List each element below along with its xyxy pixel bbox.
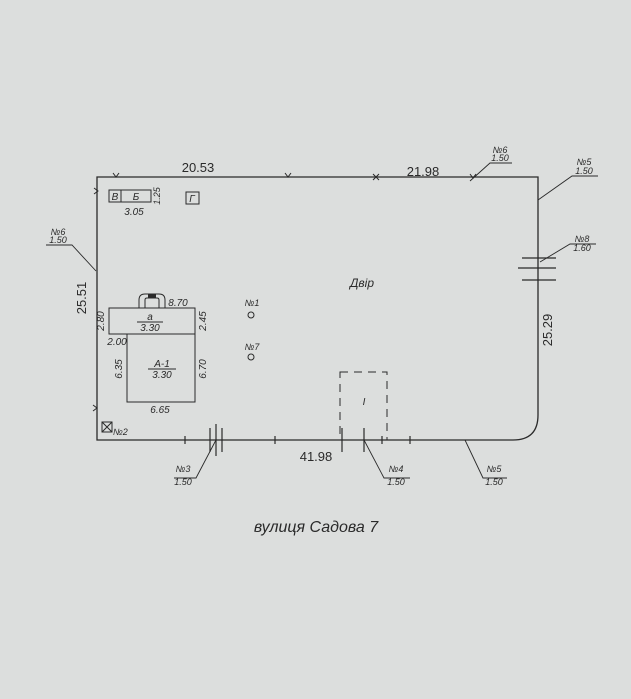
callout-n5-right-val: 1.50 — [575, 166, 593, 176]
callout-n6-left: №6 1.50 — [49, 227, 67, 245]
object-n7-label: №7 — [245, 342, 261, 352]
dim-top-right: 21.98 — [407, 164, 440, 179]
callout-n4: №4 1.50 — [387, 464, 405, 487]
callout-n8-num: №8 — [575, 234, 590, 244]
building-b-depth: 1.25 — [152, 186, 162, 205]
callout-n6-left-val: 1.50 — [49, 235, 67, 245]
dim-right: 25.29 — [540, 314, 555, 347]
structure-i-label: І — [363, 397, 366, 408]
building-a1-right: 6.70 — [198, 359, 209, 379]
callout-n8: №8 1.60 — [573, 234, 591, 253]
callout-n5-right-num: №5 — [577, 157, 593, 167]
building-a-label: а — [147, 312, 153, 323]
building-a1-bottom: 6.65 — [150, 405, 170, 416]
building-b-label: Б — [133, 192, 140, 203]
callout-n5-bottom: №5 1.50 — [485, 464, 503, 487]
porch-fill — [148, 294, 156, 298]
building-g — [185, 191, 200, 205]
building-a1 — [126, 333, 196, 403]
dim-top-left: 20.53 — [182, 160, 215, 175]
yard-label: Двір — [348, 276, 374, 290]
object-n1-label: №1 — [245, 298, 260, 308]
building-a-width: 3.30 — [140, 323, 160, 334]
callout-n5-right: №5 1.50 — [575, 157, 593, 176]
object-n2-marker — [101, 421, 113, 433]
callout-n5-bottom-num: №5 — [487, 464, 503, 474]
callout-n5-bottom-val: 1.50 — [485, 477, 503, 487]
building-g-label: Г — [189, 194, 196, 205]
callout-n4-num: №4 — [389, 464, 404, 474]
dim-bottom: 41.98 — [300, 449, 333, 464]
callout-n6-top-val: 1.50 — [491, 153, 509, 163]
building-a-bottom: 2.00 — [106, 337, 127, 348]
building-a1-label: А-1 — [153, 359, 170, 370]
dim-left: 25.51 — [74, 282, 89, 315]
callout-n4-val: 1.50 — [387, 477, 405, 487]
building-b — [120, 189, 152, 203]
object-n1-marker — [247, 311, 255, 319]
callout-n3: №3 1.50 — [174, 464, 192, 487]
callout-n8-val: 1.60 — [573, 243, 591, 253]
plot-boundary — [96, 176, 539, 441]
building-a-right: 2.45 — [198, 311, 209, 332]
right-edge-ticks — [518, 257, 556, 281]
building-a1-left: 6.35 — [114, 359, 125, 379]
building-a-top: 8.70 — [168, 298, 188, 309]
object-n2-label: №2 — [113, 427, 128, 437]
callout-n3-num: №3 — [176, 464, 191, 474]
callout-leaders — [46, 162, 598, 479]
building-a-left: 2.80 — [96, 311, 107, 332]
object-n2-cross — [101, 421, 113, 433]
object-n7-marker — [247, 353, 255, 361]
callout-n6-left-num: №6 — [51, 227, 66, 237]
callout-n3-val: 1.50 — [174, 477, 192, 487]
left-edge-ticks — [92, 187, 99, 412]
building-b-width: 3.05 — [124, 207, 144, 218]
structure-i — [339, 371, 388, 441]
street-caption: вулиця Садова 7 — [254, 519, 379, 536]
building-a1-width: 3.30 — [152, 370, 172, 381]
building-v-label: В — [112, 192, 119, 203]
callout-n6-top: №6 1.50 — [491, 145, 509, 163]
callout-n6-top-num: №6 — [493, 145, 508, 155]
